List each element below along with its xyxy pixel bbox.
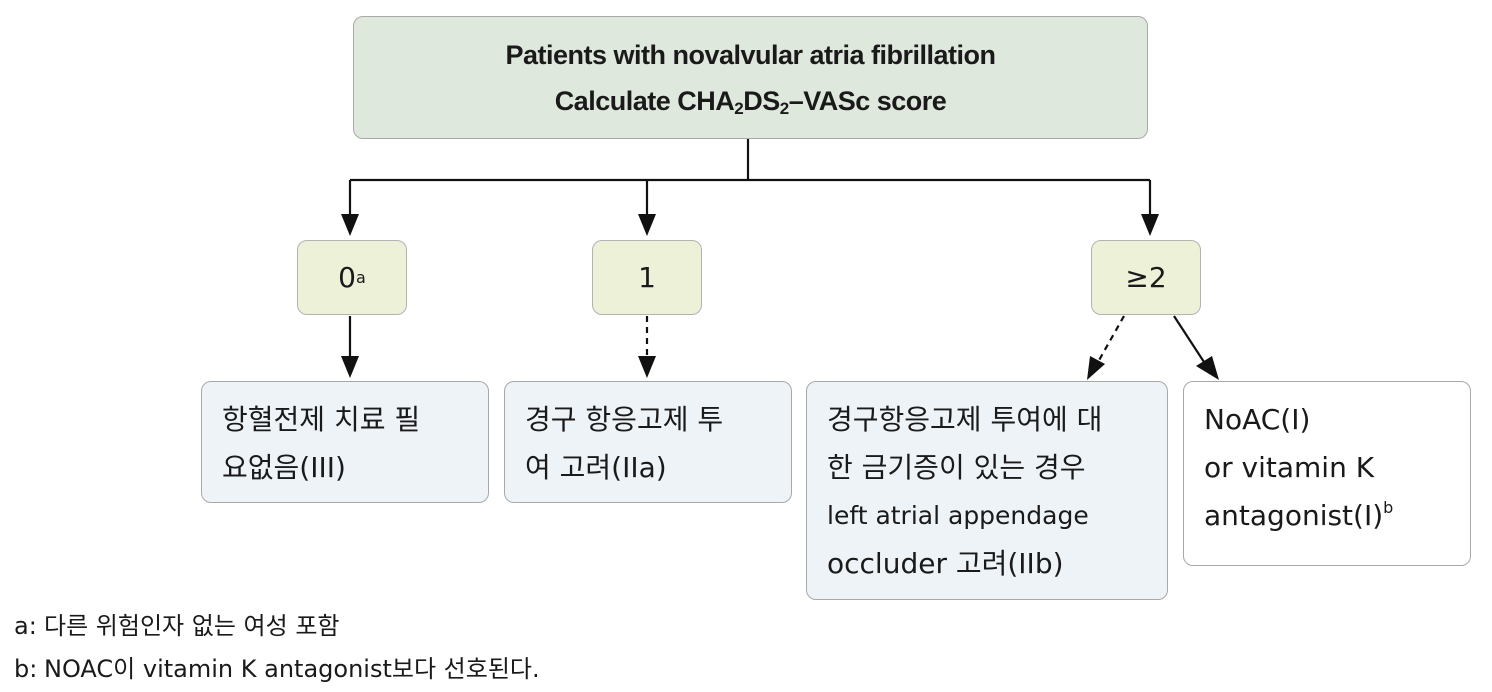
- noac-vka-box: NoAC(I) or vitamin K antagonist(I)b: [1183, 381, 1471, 566]
- footnote-a: a:다른 위험인자 없는 여성 포함: [14, 612, 340, 640]
- patients-header-box: Patients with novalvular atria fibrillat…: [353, 16, 1148, 139]
- antiplatelet-not-needed-box: 항혈전제 치료 필 요없음(III): [201, 381, 489, 503]
- score-box-2-plus: ≥2: [1091, 240, 1201, 315]
- header-line-2: Calculate CHA2DS2–VASc score: [554, 85, 947, 118]
- laa-occluder-box: 경구항응고제 투여에 대 한 금기증이 있는 경우 left atrial ap…: [806, 381, 1168, 600]
- score-label: 1: [638, 261, 656, 294]
- footnote-marker: b: [1383, 498, 1394, 517]
- dashed-arrow-to-oac: [638, 316, 656, 378]
- score-label: ≥2: [1125, 261, 1167, 294]
- arrow-to-antiplatelet: [341, 316, 359, 378]
- arrow-to-score-2: [1141, 180, 1159, 236]
- arrow-to-score-0: [341, 180, 359, 236]
- footnote-b: b:NOAC이 vitamin K antagonist보다 선호된다.: [14, 655, 540, 683]
- dashed-arrow-to-laa: [1087, 315, 1125, 380]
- arrow-to-noac: [1173, 315, 1219, 380]
- arrow-to-score-1: [638, 180, 656, 236]
- header-line-1: Patients with novalvular atria fibrillat…: [505, 39, 996, 70]
- score-label: 0: [338, 261, 356, 294]
- score-box-1: 1: [592, 240, 702, 315]
- oral-anticoagulant-consider-box: 경구 항응고제 투 여 고려(IIa): [504, 381, 792, 503]
